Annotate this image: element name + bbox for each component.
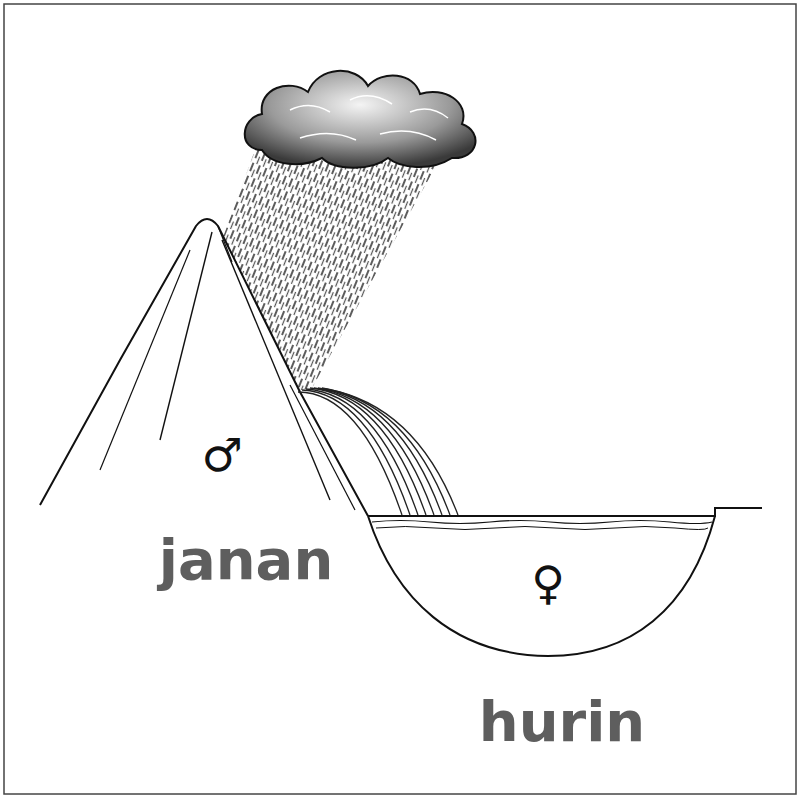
frame [4,4,796,794]
term-label: janan [159,532,334,588]
male-symbol: ♂ [201,432,242,478]
female-symbol: ♀ [531,560,565,606]
mountain [40,219,368,540]
cloud [245,71,476,168]
lake [368,508,762,656]
waterfall [298,388,458,515]
term-label: hurin [479,694,645,750]
